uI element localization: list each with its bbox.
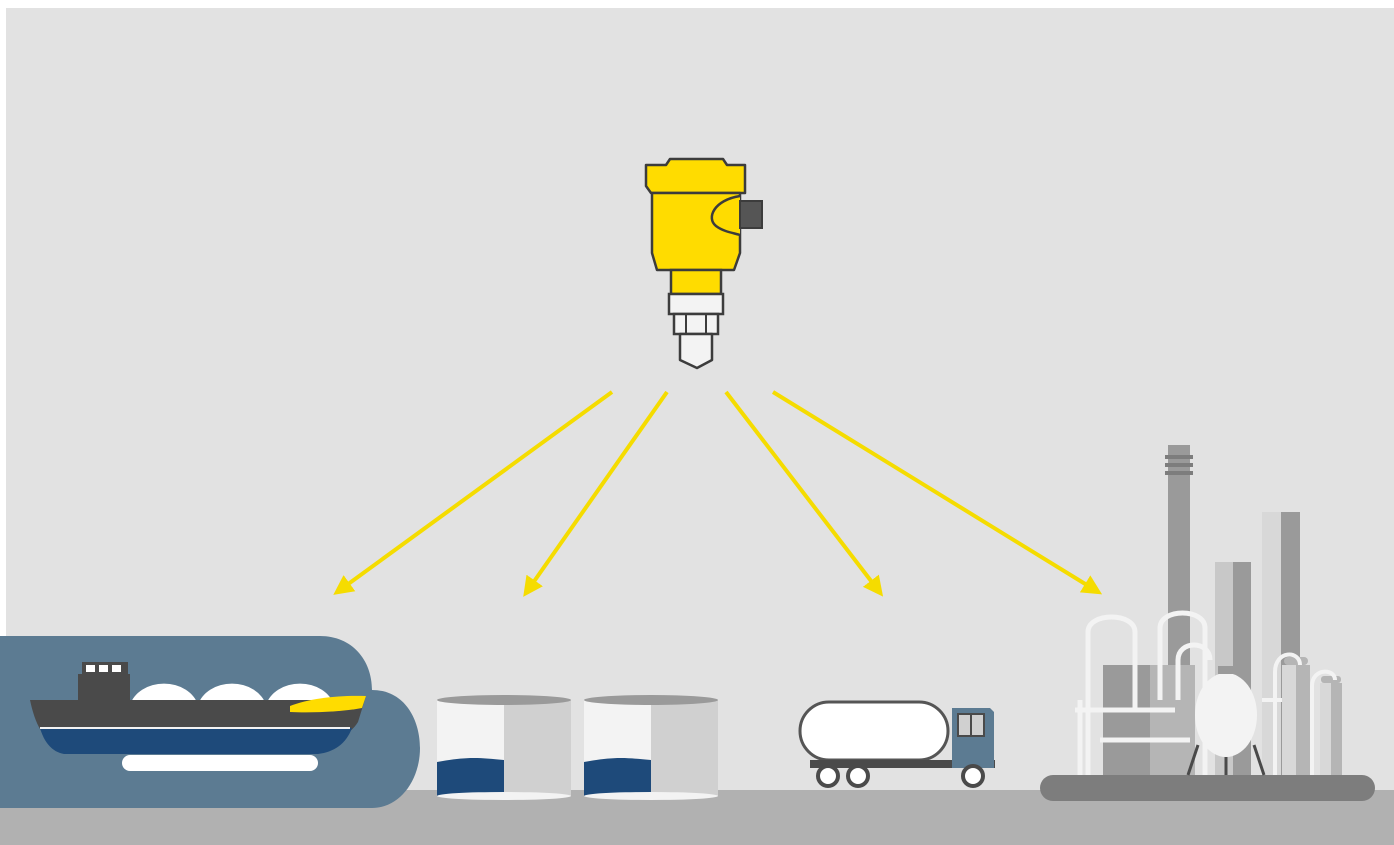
storage-tank-icon bbox=[437, 695, 571, 800]
tank-2-liquid bbox=[584, 758, 651, 796]
top-border bbox=[0, 0, 1394, 8]
lng-carrier-ship-icon bbox=[0, 636, 420, 808]
storage-tank-icon bbox=[584, 695, 718, 800]
tank-1-liquid bbox=[437, 758, 504, 796]
